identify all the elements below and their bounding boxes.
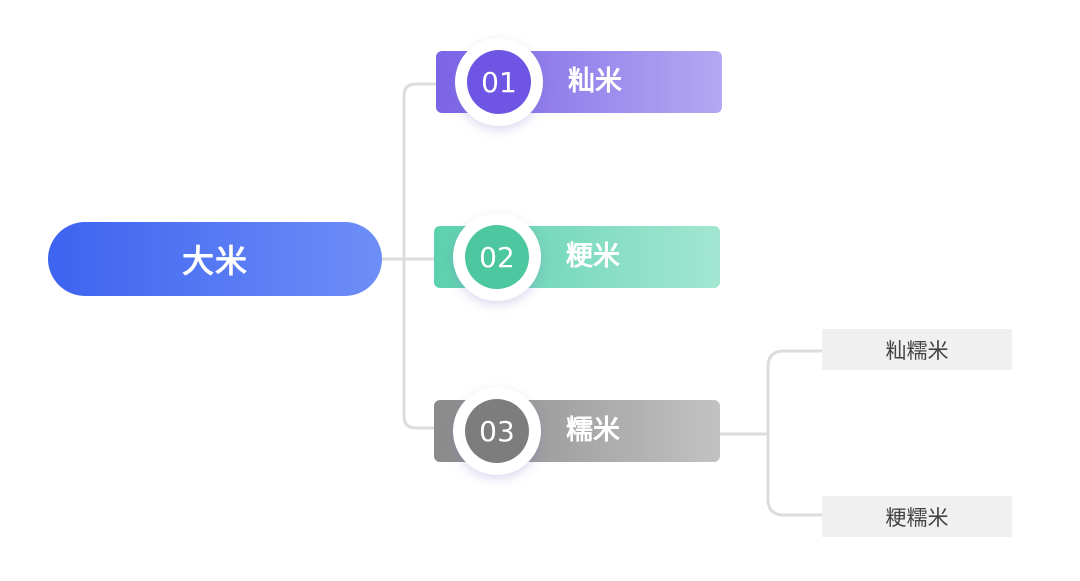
sub-branch-label-1: 籼糯米 [885,338,949,363]
branch-label-3: 糯米 [566,415,620,446]
connector-trunk [402,82,438,430]
sub-branch-node-1[interactable]: 籼糯米 [822,329,1012,370]
sub-branch-label-2: 粳糯米 [885,505,949,530]
branch-label-2: 粳米 [566,241,620,272]
branch-label-1: 籼米 [568,66,622,97]
sub-branch-node-2[interactable]: 粳糯米 [822,496,1012,537]
badge-number-1: 01 [467,50,531,114]
root-node[interactable]: 大米 [48,222,382,296]
badge-number-3: 03 [465,399,529,463]
branch-badge-2: 02 [453,213,541,301]
branch-badge-1: 01 [455,38,543,126]
connector-sub-trunk [766,349,824,517]
branch-badge-3: 03 [453,387,541,475]
root-label: 大米 [181,242,248,280]
badge-number-2: 02 [465,225,529,289]
